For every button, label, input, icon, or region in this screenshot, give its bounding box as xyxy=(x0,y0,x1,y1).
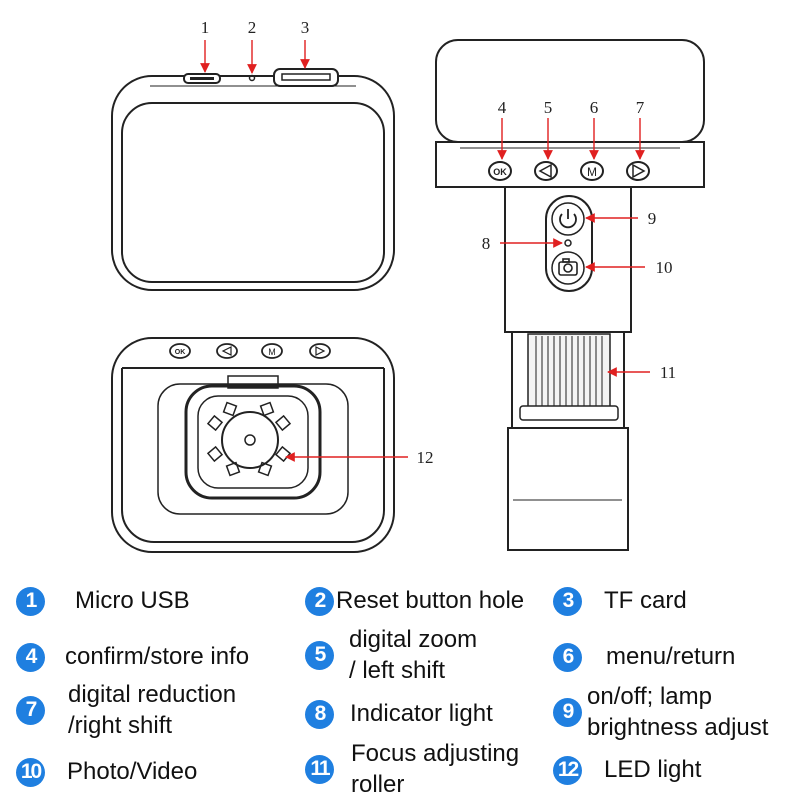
legend-line1: digital reduction xyxy=(68,681,237,708)
callout-numbers: 1 2 3 4 5 6 7 8 9 10 11 12 xyxy=(201,18,676,467)
callout-4: 4 xyxy=(498,98,507,117)
callout-7: 7 xyxy=(636,98,645,117)
callout-2: 2 xyxy=(248,18,257,37)
legend-badge: 1 xyxy=(16,586,45,616)
legend-label: Photo/Video xyxy=(67,758,198,785)
legend-item-9: 9 on/off; lamp brightness adjust xyxy=(553,681,768,743)
legend-badge: 10 xyxy=(16,757,45,787)
legend-label: menu/return xyxy=(606,643,736,670)
micro-usb-port xyxy=(183,73,221,84)
legend-label: on/off; lamp brightness adjust xyxy=(587,681,768,743)
indicator-light xyxy=(564,239,572,247)
legend-item-8: 8 Indicator light xyxy=(305,698,493,730)
legend-label: Indicator light xyxy=(350,700,493,727)
legend-item-10: 10 Photo/Video xyxy=(16,756,197,788)
legend-line2: /right shift xyxy=(68,712,173,739)
legend-line2: / left shift xyxy=(349,657,446,684)
legend-label: confirm/store info xyxy=(65,643,250,670)
reset-hole xyxy=(248,74,256,82)
legend-badge: 7 xyxy=(16,695,45,725)
legend-badge: 6 xyxy=(553,642,582,672)
callout-9: 9 xyxy=(648,209,657,228)
callout-12: 12 xyxy=(417,448,434,467)
legend-label: Focus adjusting roller xyxy=(351,738,519,800)
left-arrow-icon xyxy=(534,161,558,181)
ok-icon: OK xyxy=(488,161,512,181)
legend-label: Reset button hole xyxy=(336,587,525,614)
legend-item-12: 12 LED light xyxy=(553,754,701,786)
svg-text:M: M xyxy=(268,347,276,357)
legend-badge: 5 xyxy=(305,640,334,670)
legend-line2: brightness adjust xyxy=(587,714,769,741)
right-arrow-icon xyxy=(626,161,650,181)
legend-item-1: 1 Micro USB xyxy=(16,585,190,617)
callout-8: 8 xyxy=(482,234,491,253)
callout-10: 10 xyxy=(656,258,673,277)
legend-item-11: 11 Focus adjusting roller xyxy=(305,738,519,800)
power-icon xyxy=(559,209,577,229)
legend-line2: roller xyxy=(351,771,405,798)
microscope-diagram: OK M OK M xyxy=(111,18,705,553)
front-view-body xyxy=(111,337,395,553)
legend-badge: 11 xyxy=(305,754,334,784)
legend-badge: 2 xyxy=(305,586,334,616)
legend-badge: 8 xyxy=(305,699,334,729)
callout-11: 11 xyxy=(660,363,676,382)
svg-text:OK: OK xyxy=(493,167,507,177)
tf-card-slot xyxy=(273,68,339,87)
svg-text:M: M xyxy=(587,165,597,179)
legend-item-6: 6 menu/return xyxy=(553,641,735,673)
legend-item-7: 7 digital reduction /right shift xyxy=(16,679,236,741)
callout-3: 3 xyxy=(301,18,310,37)
legend-label: LED light xyxy=(604,756,702,783)
front-button-row: OK M xyxy=(169,343,331,359)
svg-text:OK: OK xyxy=(175,349,186,356)
legend-badge: 3 xyxy=(553,586,582,616)
led-ring xyxy=(206,401,292,477)
legend-line1: on/off; lamp xyxy=(587,683,712,710)
legend-line1: digital zoom xyxy=(349,626,478,653)
legend-label: digital reduction /right shift xyxy=(68,679,236,741)
legend-item-3: 3 TF card xyxy=(553,585,687,617)
legend-badge: 4 xyxy=(16,642,45,672)
callout-lines xyxy=(200,40,650,462)
legend-label: Micro USB xyxy=(75,587,190,614)
menu-m-icon: M xyxy=(580,161,604,181)
legend-badge: 9 xyxy=(553,697,582,727)
legend-line1: Focus adjusting xyxy=(351,740,520,767)
callout-6: 6 xyxy=(590,98,599,117)
legend-item-5: 5 digital zoom / left shift xyxy=(305,624,477,686)
top-view-body xyxy=(111,75,395,291)
legend-item-2: 2 Reset button hole xyxy=(305,585,524,617)
legend-badge: 12 xyxy=(553,755,582,785)
legend-label: digital zoom / left shift xyxy=(349,624,477,686)
focus-roller xyxy=(519,333,619,421)
legend-label: TF card xyxy=(604,587,687,614)
side-view-body xyxy=(435,39,705,188)
callout-1: 1 xyxy=(201,18,210,37)
lens-housing xyxy=(184,375,322,500)
callout-5: 5 xyxy=(544,98,553,117)
legend-item-4: 4 confirm/store info xyxy=(16,641,249,673)
camera-icon xyxy=(558,258,578,276)
